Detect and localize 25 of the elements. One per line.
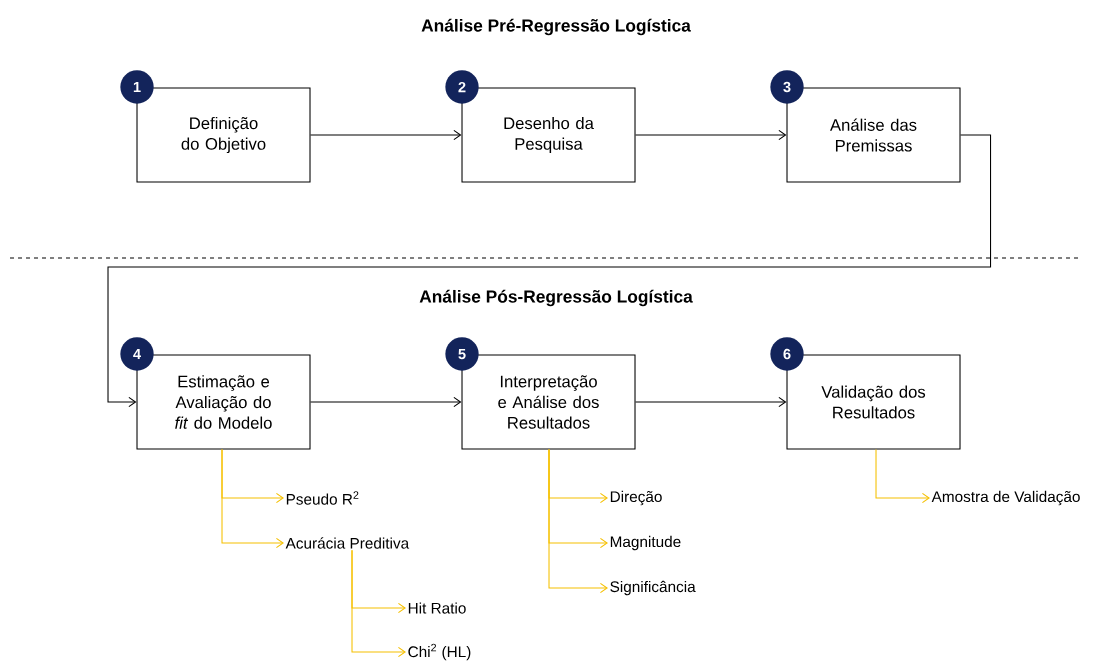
arrow xyxy=(310,396,462,408)
section-heading: Análise Pós-Regressão Logística xyxy=(419,289,693,307)
step-number: 2 xyxy=(445,70,479,104)
item-label: Acurácia Preditiva xyxy=(285,537,410,549)
step-number: 5 xyxy=(445,337,479,371)
section-heading: Análise Pré-Regressão Logística xyxy=(421,18,691,36)
item-label: Chi$^{2}$ (HL) xyxy=(408,643,471,661)
step-number: 1 xyxy=(120,70,154,104)
arrow xyxy=(310,129,462,141)
step-number: 6 xyxy=(770,337,804,371)
step-number: 4 xyxy=(120,337,154,371)
item-label: Significância xyxy=(610,580,696,596)
item-label: Pseudo R$^{2}$ xyxy=(286,491,359,505)
step-number: 3 xyxy=(770,70,804,104)
arrow xyxy=(635,129,787,141)
item-label: Direção xyxy=(610,490,662,506)
arrow xyxy=(635,396,787,408)
item-label: Amostra de Validação xyxy=(931,490,1080,506)
arrow xyxy=(875,449,930,504)
item-label: Magnitude xyxy=(610,535,681,551)
arrow xyxy=(548,449,608,594)
item-label: Hit Ratio xyxy=(408,602,466,614)
arrow xyxy=(107,134,992,408)
arrow xyxy=(351,549,406,658)
arrow xyxy=(221,449,284,549)
